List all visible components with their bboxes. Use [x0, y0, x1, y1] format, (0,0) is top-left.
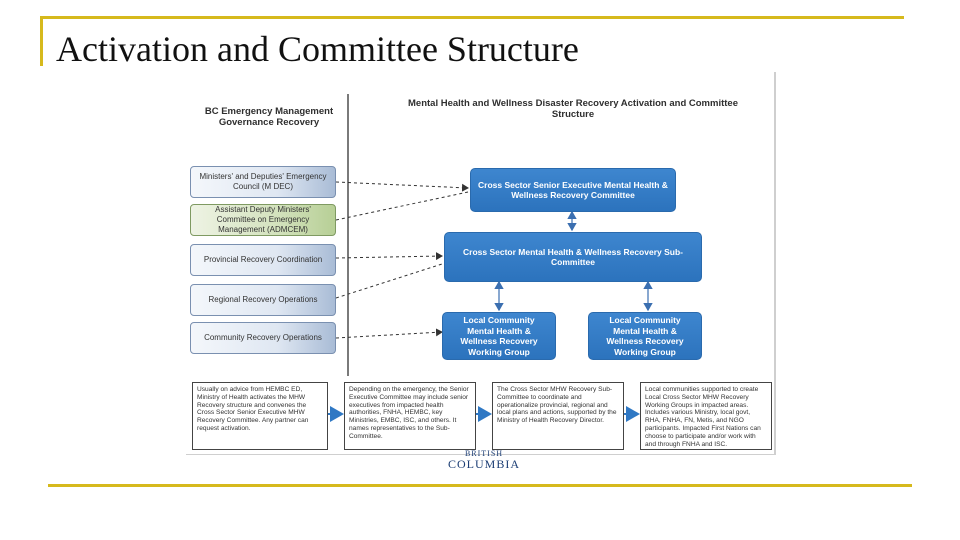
gov-level-mdec: Ministers' and Deputies' Emergency Counc… [190, 166, 336, 198]
connector-layer [328, 94, 653, 422]
logo-line1: BRITISH [464, 449, 504, 458]
structure-diagram: BC Emergency Management Governance Recov… [186, 72, 776, 471]
link-community [335, 328, 443, 339]
link-admcem [335, 191, 469, 221]
note-sub-committee: The Cross Sector MHW Recovery Sub-Commit… [492, 382, 624, 450]
note-activation: Usually on advice from HEMBC ED, Ministr… [192, 382, 328, 450]
bottom-rule [48, 484, 912, 487]
senior-executive-committee: Cross Sector Senior Executive Mental Hea… [470, 168, 676, 212]
gov-level-regional: Regional Recovery Operations [190, 284, 336, 316]
gov-level-community: Community Recovery Operations [190, 322, 336, 354]
logo-line2: COLUMBIA [447, 457, 520, 471]
note-local-groups: Local communities supported to create Lo… [640, 382, 772, 450]
bc-logo: BRITISH COLUMBIA [444, 450, 524, 471]
link-regional [335, 263, 443, 299]
slide-title: Activation and Committee Structure [56, 29, 579, 69]
recovery-sub-committee: Cross Sector Mental Health & Wellness Re… [444, 232, 702, 282]
link-provincial [335, 252, 443, 261]
left-rule [40, 16, 43, 66]
note-senior-executive: Depending on the emergency, the Senior E… [344, 382, 476, 450]
gov-level-admcem: Assistant Deputy Ministers' Committee on… [190, 204, 336, 236]
top-rule [40, 16, 904, 19]
gov-level-provincial: Provincial Recovery Coordination [190, 244, 336, 276]
link-mdec [335, 181, 469, 192]
local-working-group-1: Local Community Mental Health & Wellness… [442, 312, 556, 360]
diagram-title: Mental Health and Wellness Disaster Reco… [408, 98, 738, 120]
governance-heading: BC Emergency Management Governance Recov… [204, 106, 334, 128]
local-working-group-2: Local Community Mental Health & Wellness… [588, 312, 702, 360]
